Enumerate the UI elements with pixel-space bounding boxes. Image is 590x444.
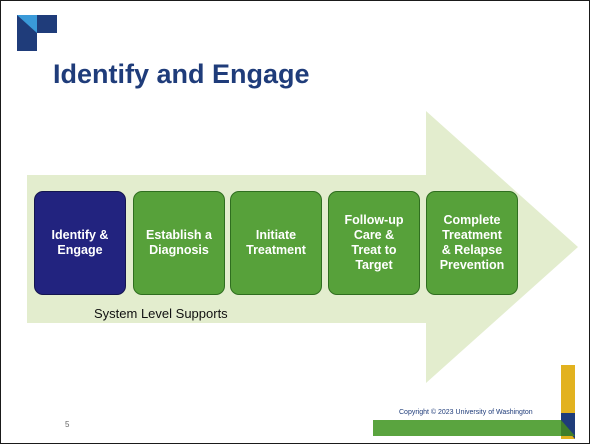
step-follow-up-care[interactable]: Follow-up Care & Treat to Target bbox=[328, 191, 420, 295]
step-complete-treatment[interactable]: Complete Treatment & Relapse Prevention bbox=[426, 191, 518, 295]
copyright-text: Copyright © 2023 University of Washingto… bbox=[399, 409, 533, 416]
corner-logo-icon bbox=[17, 15, 57, 51]
footer-decoration bbox=[373, 365, 575, 439]
step-establish-diagnosis[interactable]: Establish a Diagnosis bbox=[133, 191, 225, 295]
system-level-supports-label: System Level Supports bbox=[94, 306, 228, 321]
step-initiate-treatment[interactable]: Initiate Treatment bbox=[230, 191, 322, 295]
slide-title: Identify and Engage bbox=[53, 59, 310, 89]
slide-number: 5 bbox=[65, 420, 70, 429]
step-identify-engage[interactable]: Identify & Engage bbox=[34, 191, 126, 295]
